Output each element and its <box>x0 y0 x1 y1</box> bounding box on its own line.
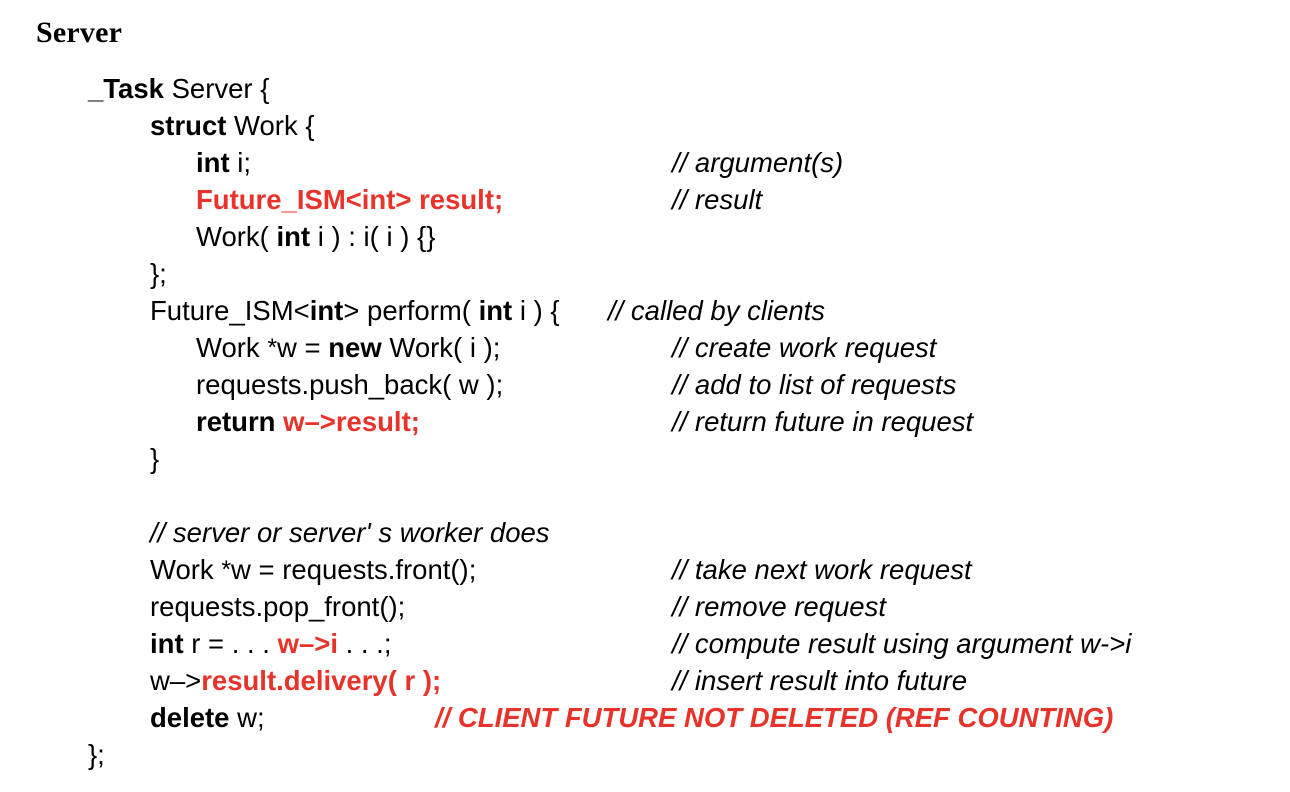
code-token: w–>i <box>277 628 338 659</box>
code-token: i ) { <box>512 295 560 326</box>
code-token: int <box>196 147 230 178</box>
code-token: struct <box>150 110 227 141</box>
code-line-code: int i; <box>196 144 251 181</box>
code-line-code: struct Work { <box>150 107 315 144</box>
code-token: int <box>309 295 344 326</box>
code-token: new <box>328 332 382 363</box>
code-token: Work <box>150 554 222 585</box>
code-line-code: Work *w = new Work( i ); <box>196 329 500 367</box>
code-token: Future_ISM<int> result; <box>196 184 504 215</box>
code-line: return w–>result; // return future in req… <box>0 403 1290 440</box>
code-token: Future_ISM< <box>150 295 310 326</box>
code-line: Work( int i ) : i( i ) {} <box>0 218 1290 255</box>
code-line: _Task Server { <box>0 70 1290 107</box>
code-token: requests.push_back( w ); <box>196 369 504 400</box>
code-comment: // server or server' s worker does <box>150 517 550 548</box>
code-comment: // compute result using argument w->i <box>672 628 1132 659</box>
code-token: * <box>221 556 232 584</box>
code-token: r = . . . <box>183 628 278 659</box>
code-line: requests.push_back( w ); // add to list o… <box>0 366 1290 403</box>
code-token: Work { <box>226 110 315 141</box>
code-token: > perform( <box>343 295 479 326</box>
code-line: Work *w = new Work( i ); // create work r… <box>0 329 1290 366</box>
code-token: Server { <box>163 73 270 104</box>
code-token: Work( <box>196 221 277 252</box>
code-token: delete <box>150 702 230 733</box>
code-line: int r = . . . w–>i . . .; // compute resu… <box>0 625 1290 662</box>
code-token: int <box>150 628 184 659</box>
code-comment: // take next work request <box>672 554 972 585</box>
code-token: . . .; <box>337 628 392 659</box>
code-block: _Task Server {struct Work {int i;// argu… <box>0 70 1290 773</box>
code-token: int <box>478 295 513 326</box>
page-title: Server <box>36 16 123 49</box>
code-token: * <box>267 334 278 362</box>
code-line-code: w–>result.delivery( r ); <box>150 662 441 699</box>
code-line: }; <box>0 736 1290 773</box>
code-line-code: Future_ISM<int> result; <box>196 181 503 218</box>
code-comment: // insert result into future <box>672 665 967 696</box>
code-token: w; <box>229 702 265 733</box>
code-line: Work *w = requests.front(); // take next … <box>0 551 1290 588</box>
code-comment: // argument(s) <box>672 147 844 178</box>
code-line: struct Work { <box>0 107 1290 144</box>
code-line-code: Future_ISM<int> perform( int i ) { <box>150 292 560 329</box>
code-token: return <box>196 406 284 437</box>
code-token: _Task <box>88 73 164 104</box>
code-line: int i; // argument(s) <box>0 144 1290 181</box>
code-line-code: requests.pop_front(); <box>150 588 405 625</box>
code-line-code: }; <box>150 255 167 292</box>
code-line-code: int r = . . . w–>i . . .; <box>150 625 391 662</box>
code-line-code: _Task Server { <box>88 70 269 107</box>
code-line-code: } <box>150 440 159 477</box>
code-comment: // remove request <box>672 591 886 622</box>
code-token: w = <box>277 332 329 363</box>
code-token: Work( i ); <box>381 332 501 363</box>
code-token: }; <box>150 258 167 289</box>
code-comment: // add to list of requests <box>672 369 957 400</box>
code-line-code: Work *w = requests.front(); <box>150 551 476 589</box>
code-token: } <box>150 443 160 474</box>
code-comment: // create work request <box>672 332 937 363</box>
code-token: }; <box>88 739 105 770</box>
code-token: result.delivery( r ); <box>201 665 442 696</box>
code-line-code: return w–>result; <box>196 403 420 440</box>
code-comment: // called by clients <box>608 295 826 326</box>
code-token: w = requests.front(); <box>231 554 477 585</box>
code-line: } <box>0 440 1290 477</box>
code-line: w–>result.delivery( r ); // insert result… <box>0 662 1290 699</box>
code-line: Future_ISM<int> perform( int i ) {// cal… <box>0 292 1290 329</box>
code-token: i; <box>229 147 251 178</box>
code-token: requests.pop_front(); <box>150 591 406 622</box>
code-comment: // CLIENT FUTURE NOT DELETED (REF COUNTI… <box>435 702 1114 733</box>
code-line-code: Work( int i ) : i( i ) {} <box>196 218 435 255</box>
code-line-code: requests.push_back( w ); <box>196 366 503 403</box>
code-token: Work <box>196 332 268 363</box>
code-line-code: delete w; <box>150 699 265 736</box>
code-line: requests.pop_front(); // remove request <box>0 588 1290 625</box>
code-line: }; <box>0 255 1290 292</box>
code-token: i ) : i( i ) {} <box>310 221 436 252</box>
code-comment: // return future in request <box>672 406 974 437</box>
code-line-code: }; <box>88 736 105 773</box>
code-comment: // result <box>672 184 763 215</box>
code-token: int <box>276 221 311 252</box>
code-token: w–> <box>150 665 202 696</box>
code-line: delete w; // CLIENT FUTURE NOT DELETED (R… <box>0 699 1290 736</box>
code-line: // server or server' s worker does <box>0 514 1290 551</box>
code-line <box>0 477 1290 514</box>
code-line: Future_ISM<int> result; // result <box>0 181 1290 218</box>
code-token: w–>result; <box>283 406 420 437</box>
